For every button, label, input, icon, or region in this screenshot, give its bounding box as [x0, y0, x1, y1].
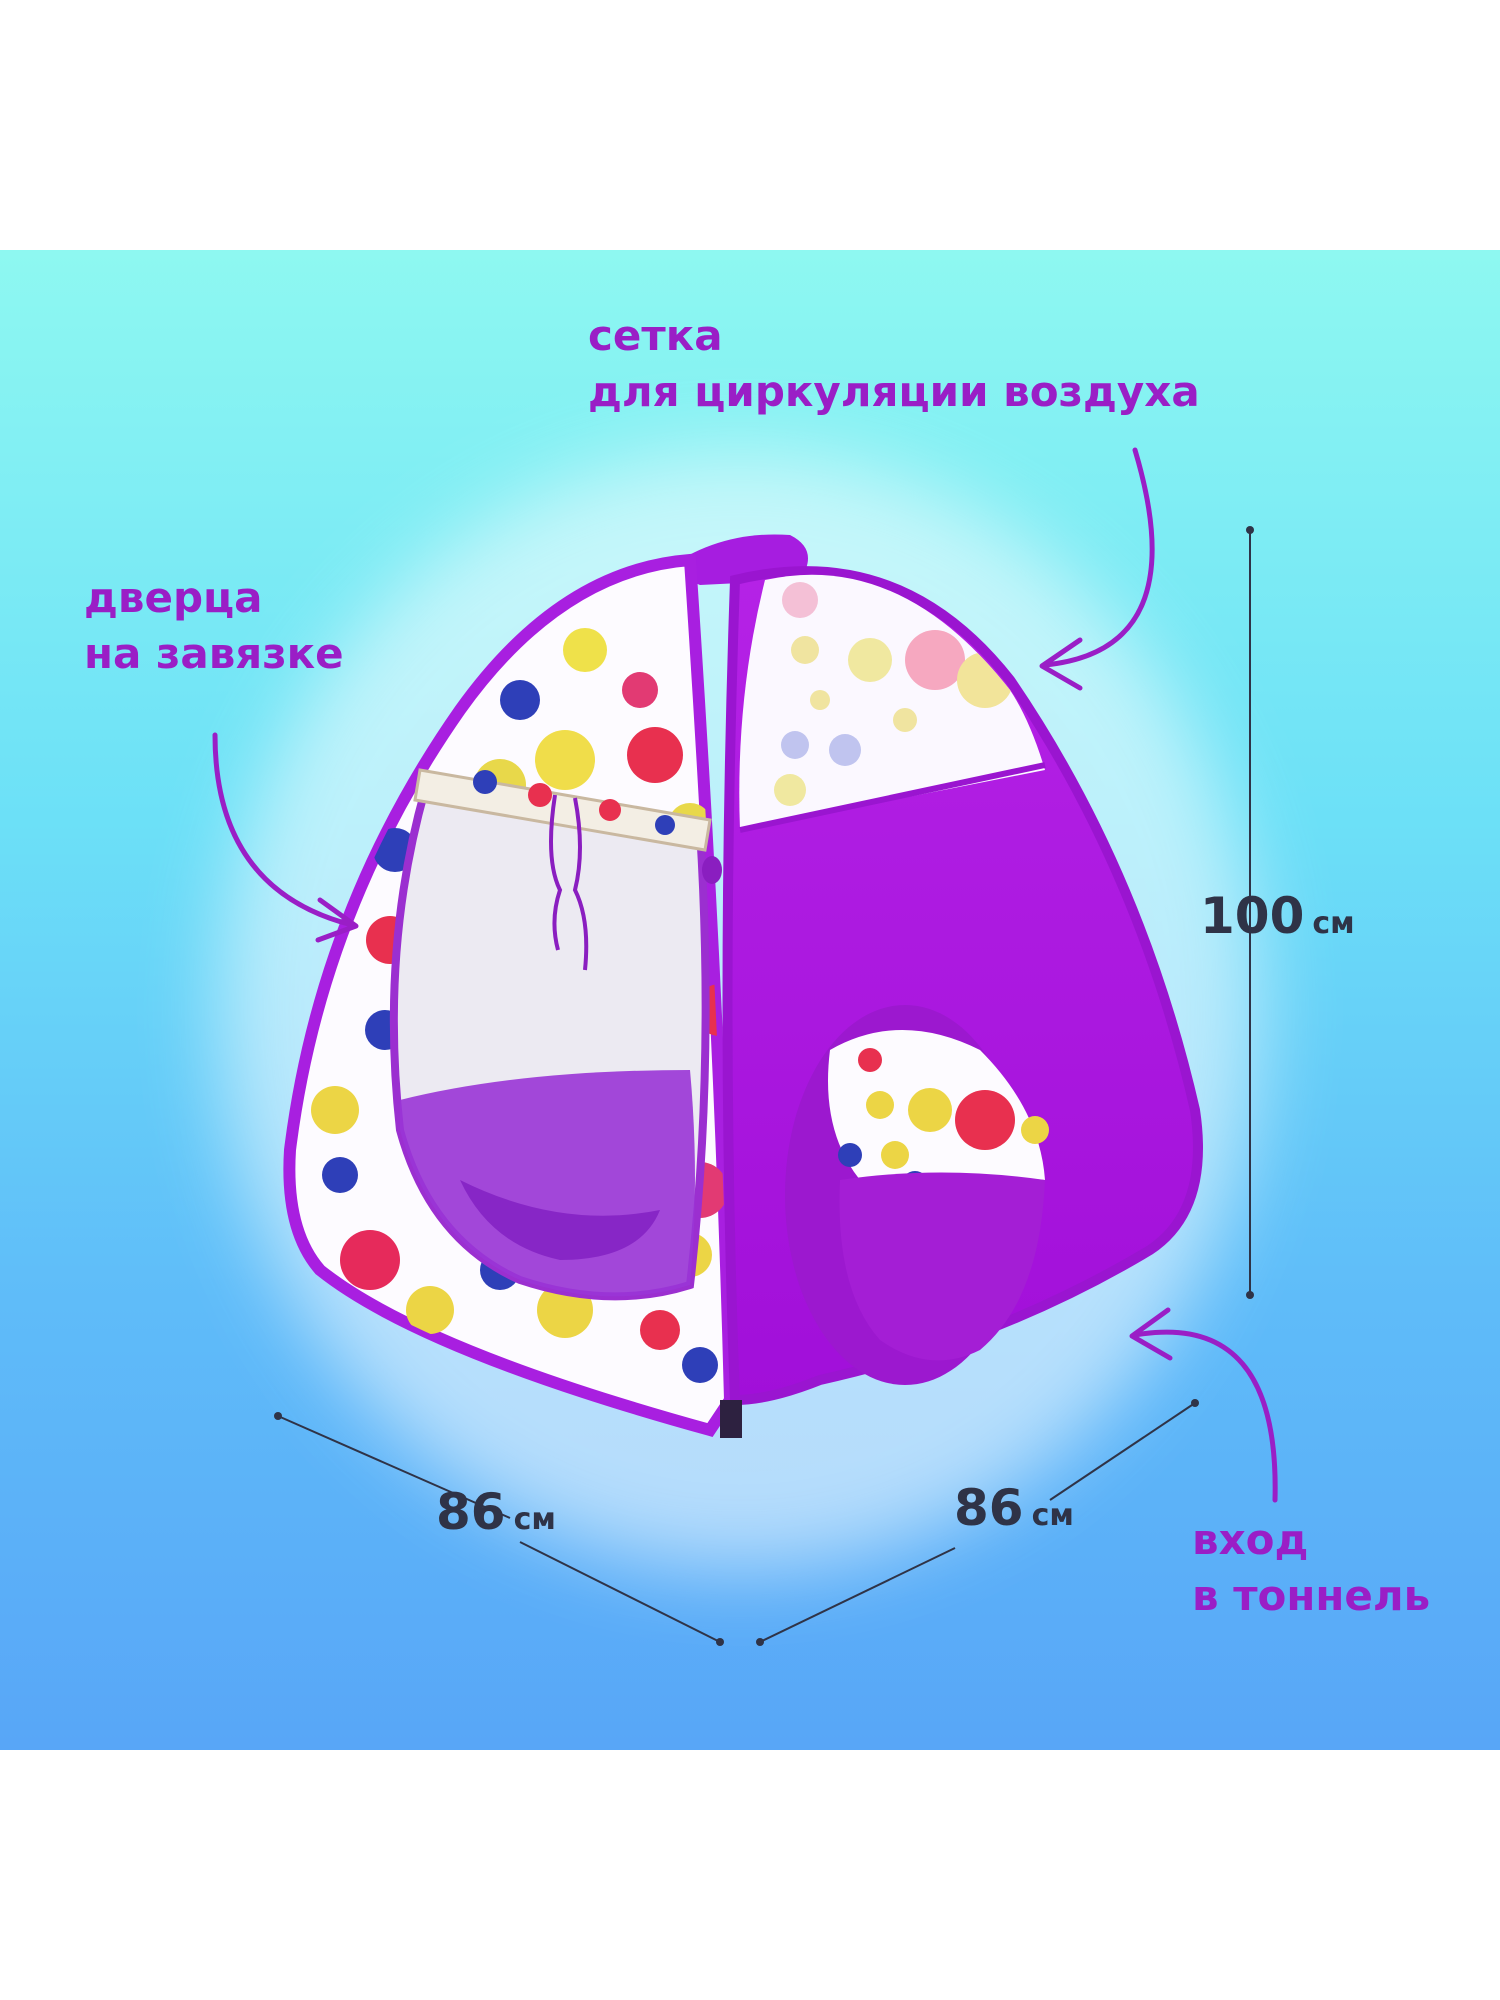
tent-illustration [212, 447, 1278, 1646]
width-left-value: 86 [436, 1483, 506, 1541]
door-annotation-line1: дверца [84, 573, 263, 622]
tunnel-entrance [785, 1005, 1049, 1385]
tunnel-annotation: вход в тоннель [1192, 1512, 1430, 1624]
curved-arrow-icon [212, 732, 359, 943]
product-banner: сетка для циркуляции воздуха дверца на з… [0, 250, 1500, 1750]
curved-arrow-icon [1129, 1307, 1278, 1503]
rolled-door [413, 768, 722, 971]
width-left-unit: см [513, 1502, 556, 1537]
height-dimension-line [1246, 526, 1254, 1299]
mesh-annotation: сетка для циркуляции воздуха [588, 308, 1200, 420]
width-dimension-lines [274, 1399, 1199, 1646]
height-unit: см [1312, 906, 1355, 941]
tent-tag [720, 1400, 742, 1438]
width-right-unit: см [1031, 1498, 1074, 1533]
curved-arrow-icon [1039, 447, 1155, 691]
width-right-value: 86 [954, 1479, 1024, 1537]
mesh-annotation-line2: для циркуляции воздуха [588, 367, 1200, 416]
mesh-annotation-line1: сетка [588, 311, 723, 360]
height-value: 100 [1200, 887, 1305, 945]
door-annotation: дверца на завязке [84, 570, 344, 682]
door-annotation-line2: на завязке [84, 629, 344, 678]
tunnel-annotation-line1: вход [1192, 1515, 1309, 1564]
door-mesh-window [389, 785, 710, 1301]
tunnel-annotation-line2: в тоннель [1192, 1571, 1431, 1620]
